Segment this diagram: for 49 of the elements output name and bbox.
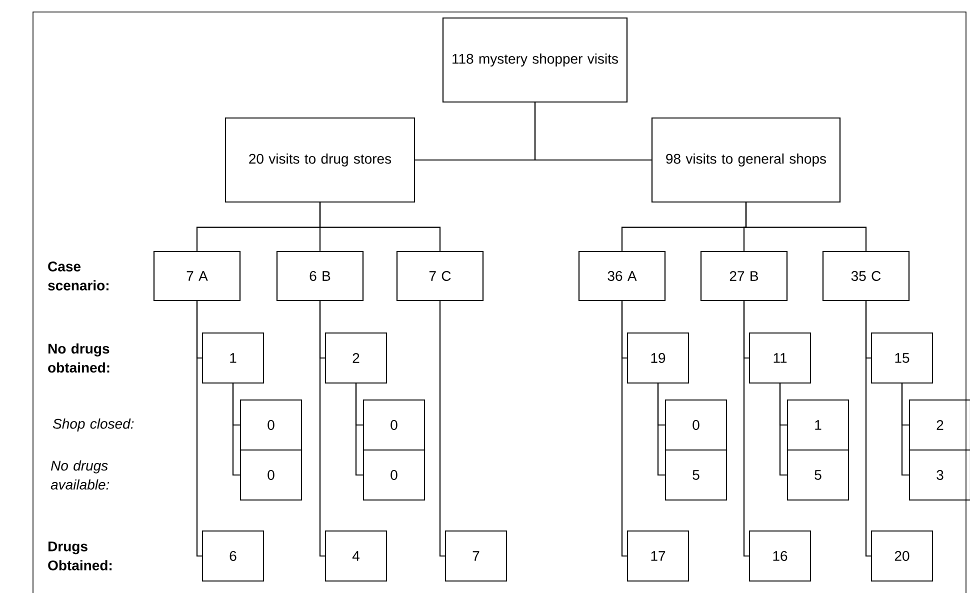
count-box: 19 [626, 332, 690, 384]
count-box: 4 [324, 530, 388, 582]
count-box: 1 [786, 399, 850, 451]
row-label: Shop closed: [52, 418, 134, 432]
count-box: 0 [362, 449, 426, 501]
count-box: 36 A [578, 250, 666, 302]
count-box: 11 [748, 332, 812, 384]
count-box: 7 C [396, 250, 484, 302]
connector-line [534, 102, 652, 161]
process-box: 118 mystery shopper visits [442, 17, 628, 103]
connector-line [745, 202, 867, 251]
connector-line [232, 384, 240, 476]
count-box: 6 [202, 530, 264, 582]
connector-line [901, 384, 909, 476]
count-box: 2 [324, 332, 388, 384]
connector-line [657, 384, 665, 476]
count-box: 0 [362, 399, 426, 451]
count-box: 20 [870, 530, 934, 582]
count-box: 7 [444, 530, 508, 582]
connector-line [196, 301, 202, 557]
count-box: 0 [240, 449, 302, 501]
row-label: Drugs Obtained: [48, 542, 112, 570]
count-box: 0 [240, 399, 302, 451]
count-box: 27 B [700, 250, 788, 302]
row-label: No drugs available: [50, 460, 110, 490]
row-label: Case scenario: [48, 262, 108, 290]
count-box: 1 [202, 332, 264, 384]
count-box: 35 C [822, 250, 910, 302]
process-box: 98 visits to general shops [651, 117, 841, 203]
connector-line [779, 384, 787, 476]
connector-line [621, 301, 627, 557]
count-box: 6 B [276, 250, 364, 302]
count-box: 5 [664, 449, 728, 501]
connector-line [319, 202, 441, 251]
row-label: No drugs obtained: [48, 343, 110, 373]
connector-line [865, 301, 871, 557]
connector-line [319, 301, 325, 557]
count-box: 16 [748, 530, 812, 582]
connector-line [355, 384, 363, 476]
count-box: 3 [908, 449, 970, 501]
connector-line [439, 301, 445, 557]
count-box: 2 [908, 399, 970, 451]
count-box: 5 [786, 449, 850, 501]
count-box: 15 [870, 332, 934, 384]
count-box: 17 [626, 530, 690, 582]
count-box: 7 A [153, 250, 241, 302]
connector-line [743, 301, 749, 557]
count-box: 0 [664, 399, 728, 451]
process-box: 20 visits to drug stores [224, 117, 416, 203]
